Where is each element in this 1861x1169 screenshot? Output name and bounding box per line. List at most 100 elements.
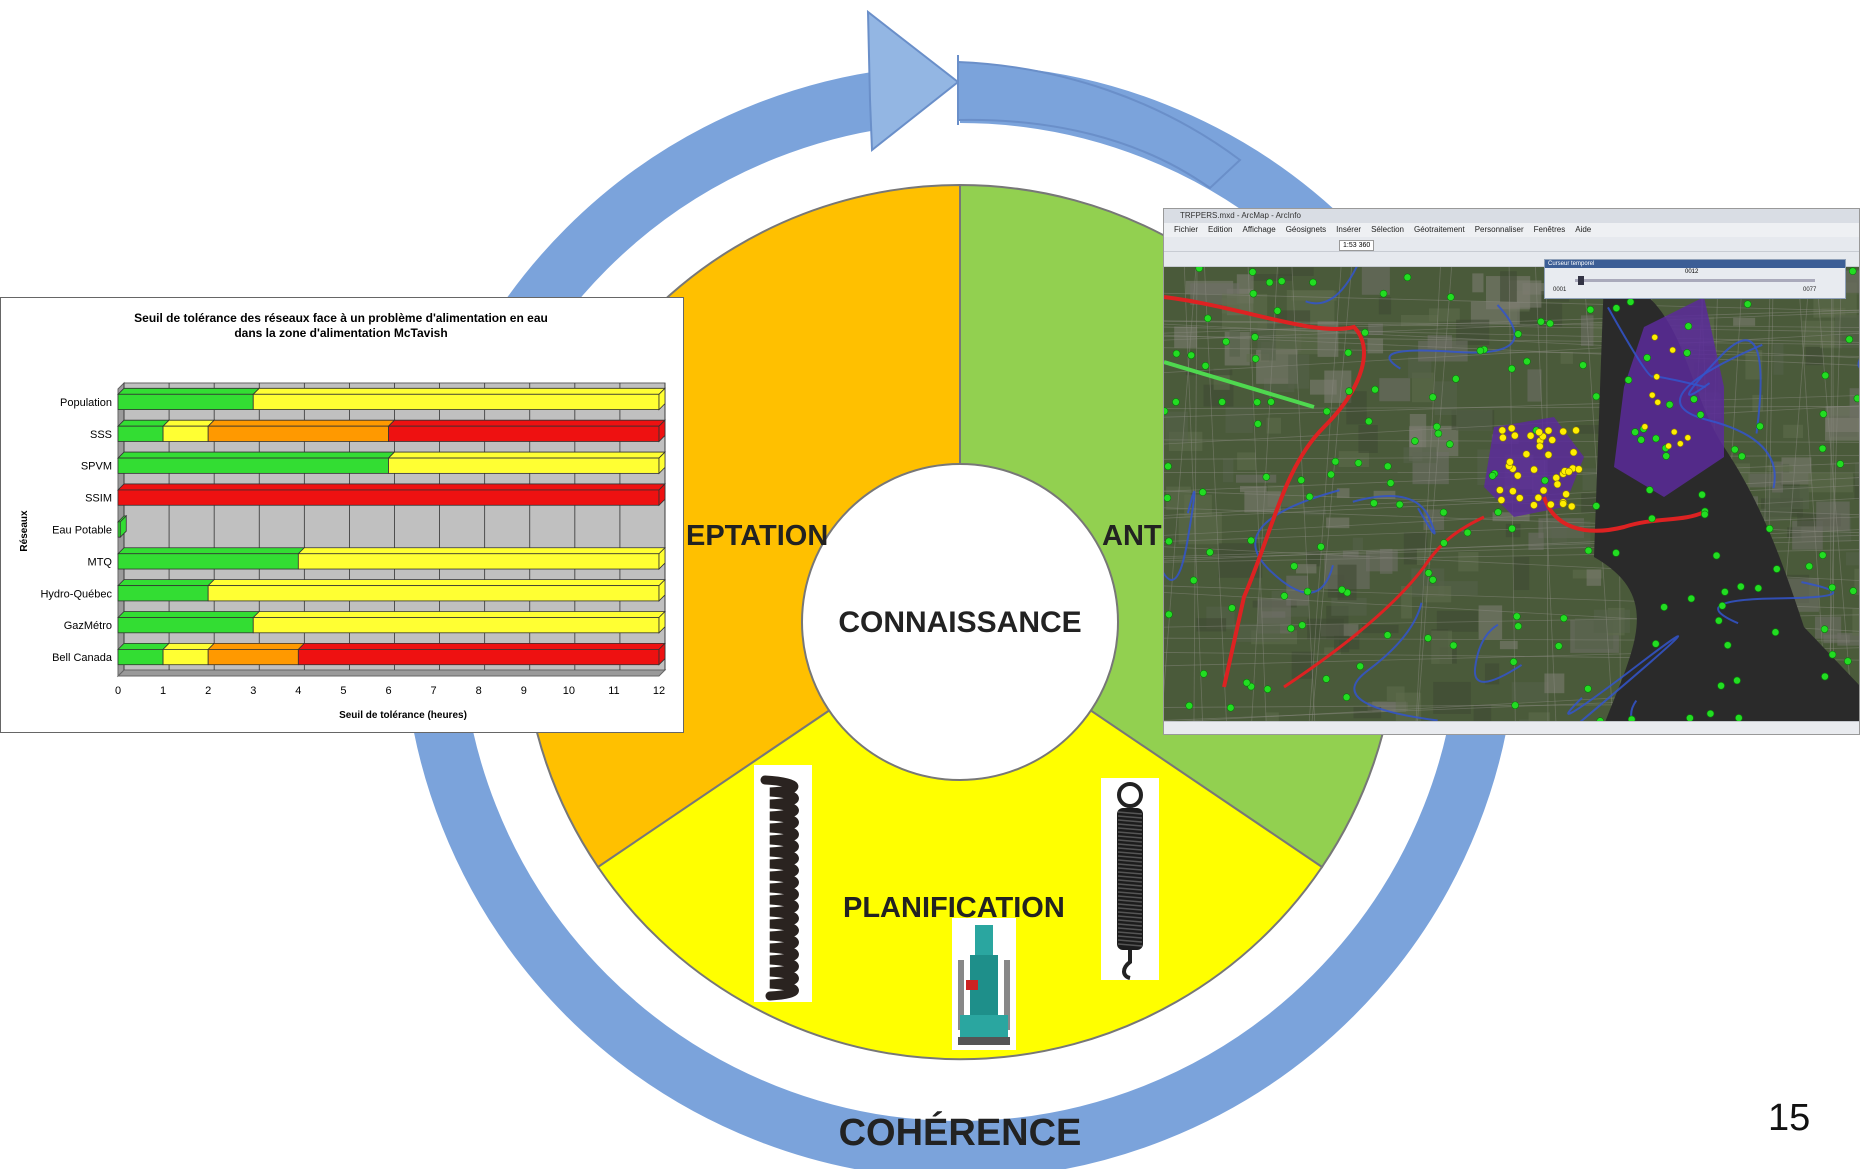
plot-floor	[116, 669, 667, 677]
menu-item[interactable]: Sélection	[1371, 225, 1404, 234]
map-view[interactable]	[1164, 267, 1860, 725]
bar-segment-top	[387, 419, 666, 427]
map-point-yellow	[1513, 471, 1522, 480]
map-point	[1509, 658, 1518, 666]
imagery-patch	[1586, 569, 1602, 586]
menu-item[interactable]: Insérer	[1336, 225, 1362, 234]
bar-segment	[388, 457, 660, 474]
menu-bar[interactable]: Fichier Edition Affichage Géosignets Insérer…	[1164, 223, 1859, 237]
imagery-patch	[1296, 564, 1317, 574]
network-line	[1353, 602, 1438, 722]
network-line	[1688, 339, 1762, 434]
scale-input[interactable]: 1:53 360	[1339, 240, 1375, 251]
map-point	[1356, 662, 1364, 671]
map-point	[1660, 603, 1668, 611]
imagery-patch	[1368, 323, 1383, 336]
menu-item[interactable]: Fichier	[1174, 225, 1199, 234]
map-point	[1463, 528, 1472, 537]
imagery-patch	[1222, 458, 1234, 483]
map-point	[1513, 612, 1521, 621]
map-point	[1201, 362, 1210, 370]
map-point-yellow	[1562, 490, 1570, 498]
imagery-patch	[1336, 488, 1350, 498]
map-point	[1717, 681, 1725, 690]
tolerance-chart: Seuil de tolérance des réseaux face à un…	[19, 311, 667, 721]
bar-segment-top	[162, 643, 216, 650]
map-point	[1198, 488, 1207, 497]
bar-segment	[117, 393, 254, 410]
map-point	[1434, 429, 1443, 438]
map-point	[1265, 278, 1274, 287]
network-line	[1305, 267, 1358, 305]
map-point	[1718, 601, 1727, 610]
x-tick-label: 7	[431, 685, 437, 697]
imagery-patch	[1472, 273, 1484, 293]
map-point	[1338, 585, 1346, 594]
bar-end-cap	[658, 578, 666, 602]
bar-segment	[207, 585, 660, 602]
map-point	[1821, 371, 1830, 380]
time-slider-handle[interactable]	[1578, 276, 1584, 285]
map-point-yellow	[1530, 465, 1538, 474]
time-slider-value: 0012	[1685, 269, 1699, 275]
menu-item[interactable]: Edition	[1208, 225, 1233, 234]
menu-item[interactable]: Aide	[1575, 225, 1592, 234]
imagery-patch	[1373, 490, 1396, 499]
map-point	[1317, 542, 1325, 551]
bar-segment	[117, 457, 389, 474]
map-point	[1342, 693, 1351, 702]
map-point	[1849, 587, 1858, 595]
imagery-patch	[1174, 326, 1198, 348]
map-point-yellow	[1515, 494, 1524, 502]
valve-icon	[952, 918, 1016, 1050]
map-point	[1537, 317, 1545, 326]
map-point	[1187, 351, 1196, 360]
map-point-yellow	[1497, 496, 1506, 504]
map-point	[1411, 437, 1419, 445]
imagery-patch	[1852, 608, 1859, 636]
bar-segment	[388, 425, 660, 442]
bar-segment	[162, 425, 209, 442]
street-line	[1829, 267, 1833, 725]
time-slider-panel[interactable]: Curseur temporel 0012 0001 0077	[1544, 259, 1846, 299]
center-circle	[801, 463, 1119, 781]
imagery-patch	[1250, 273, 1293, 281]
imagery-patch	[1342, 550, 1359, 558]
map-point	[1637, 436, 1645, 444]
menu-item[interactable]: Géosignets	[1285, 225, 1327, 234]
bar-segment-top	[117, 483, 666, 491]
imagery-patch	[1575, 425, 1611, 434]
map-point	[1756, 422, 1764, 431]
y-tick-label: SSS	[90, 429, 112, 441]
map-point	[1818, 444, 1827, 453]
imagery-patch	[1288, 354, 1310, 389]
map-point	[1379, 289, 1388, 298]
map-point-yellow	[1526, 431, 1535, 440]
map-point	[1386, 479, 1395, 487]
map-point	[1287, 624, 1295, 633]
time-slider-track[interactable]	[1575, 279, 1815, 282]
bar-segment-top	[117, 611, 261, 618]
x-tick-label: 6	[385, 685, 391, 697]
chart-title-line2: dans la zone d'alimentation McTavish	[234, 326, 447, 340]
imagery-patch	[1237, 452, 1257, 471]
imagery-patch	[1478, 605, 1503, 640]
standard-toolbar[interactable]	[1164, 237, 1859, 252]
bar-segment	[207, 649, 299, 666]
page-number: 15	[1768, 1097, 1811, 1139]
menu-item[interactable]: Géotraitement	[1414, 225, 1465, 234]
map-point	[1433, 422, 1441, 431]
imagery-patch	[1511, 682, 1549, 702]
street-line	[1832, 267, 1834, 725]
street-line	[1193, 267, 1198, 725]
map-point	[1712, 551, 1721, 560]
y-tick-label: SSIM	[85, 493, 112, 505]
menu-item[interactable]: Personnaliser	[1474, 225, 1524, 234]
map-point	[1365, 417, 1373, 426]
imagery-patch	[1362, 624, 1399, 634]
menu-item[interactable]: Affichage	[1242, 225, 1276, 234]
menu-item[interactable]: Fenêtres	[1533, 225, 1566, 234]
imagery-patch	[1401, 585, 1412, 619]
map-point	[1819, 410, 1828, 418]
